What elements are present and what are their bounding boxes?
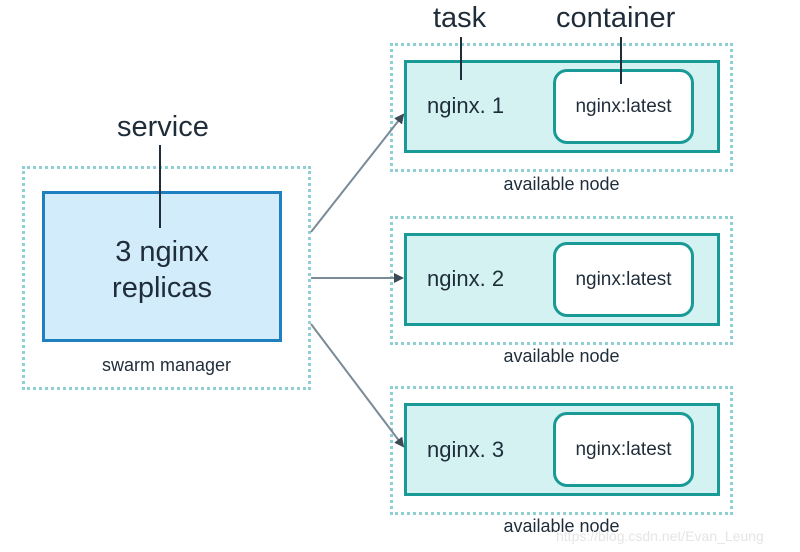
task-name-2: nginx. 2: [427, 266, 505, 291]
container-label: container: [556, 2, 676, 34]
container-box-1: nginx:latest: [553, 69, 694, 144]
container-image-1: nginx:latest: [575, 95, 672, 117]
node-outline-2: [390, 216, 733, 345]
container-box-2: nginx:latest: [553, 242, 694, 317]
task-label: task: [433, 2, 487, 34]
service-text-line1: 3 nginx: [115, 236, 209, 268]
watermark: https://blog.csdn.net/Evan_Leung: [556, 528, 764, 544]
node-caption-3: available node: [503, 516, 620, 536]
service-text-line2: replicas: [112, 272, 212, 304]
node-outline-1: [390, 43, 733, 172]
task-name-3: nginx. 3: [427, 437, 505, 462]
service-box: 3 nginx replicas: [42, 191, 282, 342]
container-image-2: nginx:latest: [575, 268, 672, 290]
arrow-to-node-1: [310, 113, 405, 233]
node-caption-2: available node: [503, 346, 620, 366]
task-name-1: nginx. 1: [427, 93, 505, 118]
container-box-3: nginx:latest: [553, 412, 694, 487]
swarm-manager-outline: [22, 166, 311, 390]
node-outline-3: [390, 386, 733, 515]
arrow-to-node-3: [310, 323, 405, 448]
service-label: service: [117, 111, 209, 143]
container-image-3: nginx:latest: [575, 438, 672, 460]
node-caption-1: available node: [503, 174, 620, 194]
swarm-manager-caption: swarm manager: [101, 355, 232, 375]
